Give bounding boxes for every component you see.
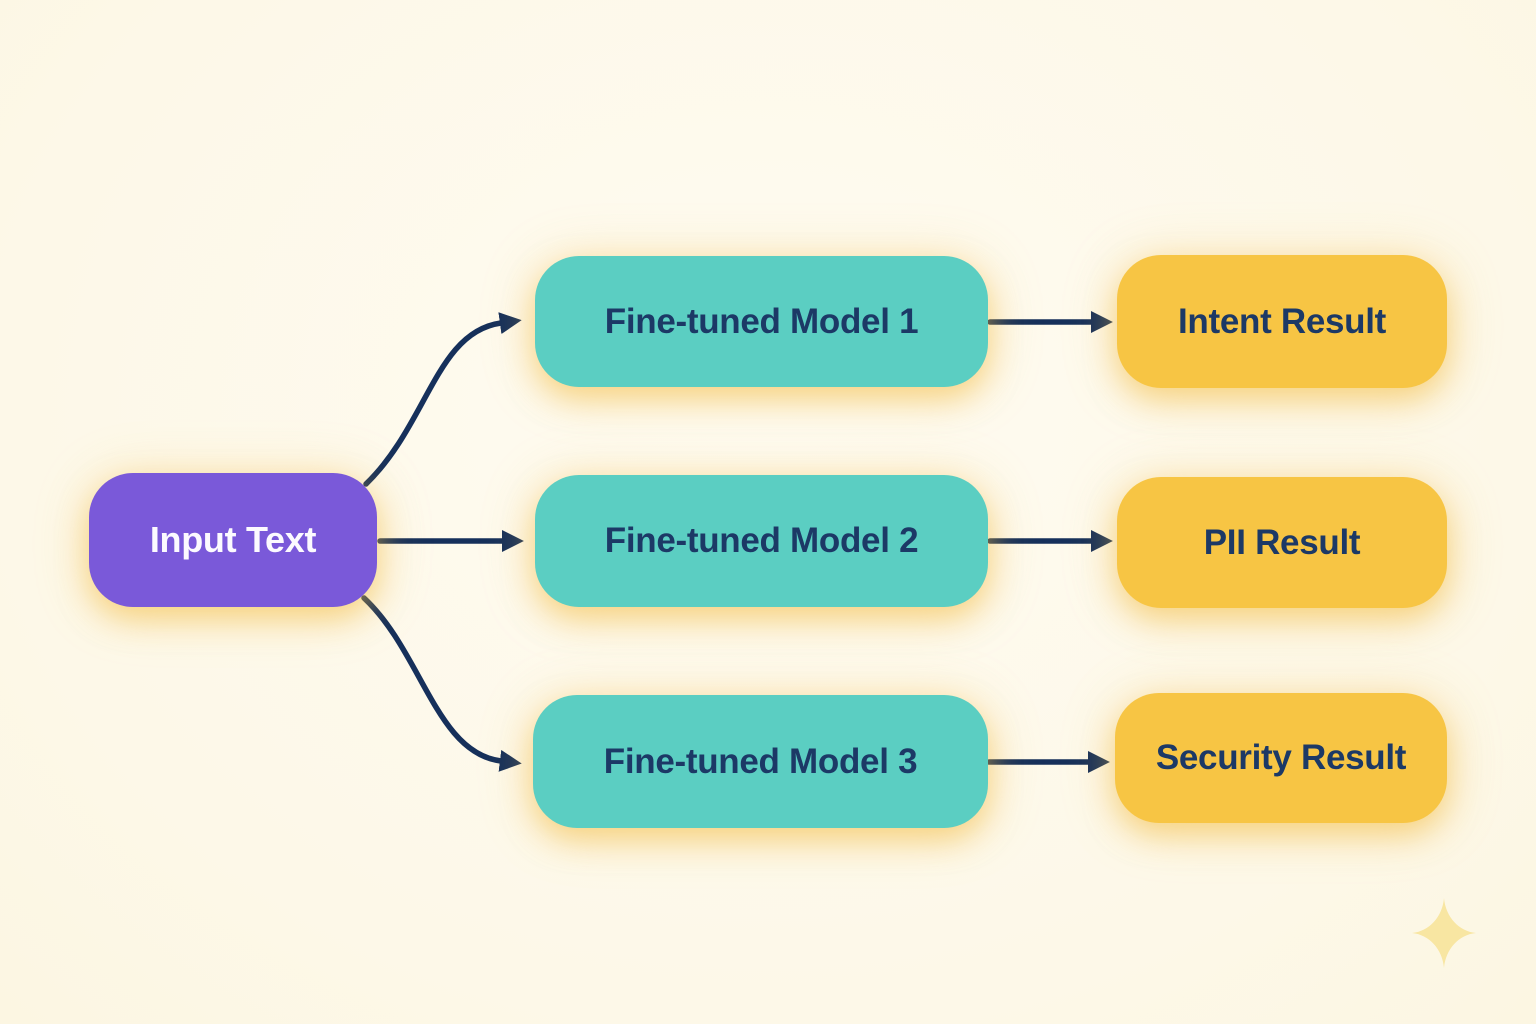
node-fine-tuned-model-2-label: Fine-tuned Model 2 bbox=[604, 521, 919, 560]
node-security-result-label: Security Result bbox=[1155, 738, 1407, 777]
node-input-text: Input Text bbox=[89, 473, 377, 607]
node-pii-result: PII Result bbox=[1117, 477, 1447, 608]
node-intent-result: Intent Result bbox=[1117, 255, 1447, 388]
edge-input-to-model3 bbox=[361, 595, 522, 772]
node-input-text-label: Input Text bbox=[149, 519, 317, 560]
node-security-result: Security Result bbox=[1115, 693, 1447, 823]
node-fine-tuned-model-2: Fine-tuned Model 2 bbox=[535, 475, 988, 607]
node-fine-tuned-model-3: Fine-tuned Model 3 bbox=[533, 695, 988, 828]
node-intent-result-label: Intent Result bbox=[1177, 301, 1387, 341]
node-pii-result-label: PII Result bbox=[1203, 522, 1361, 562]
sparkle-icon bbox=[1412, 898, 1476, 968]
node-fine-tuned-model-1: Fine-tuned Model 1 bbox=[535, 256, 988, 387]
edge-input-to-model1 bbox=[363, 312, 522, 487]
node-fine-tuned-model-1-label: Fine-tuned Model 1 bbox=[604, 301, 919, 341]
node-fine-tuned-model-3-label: Fine-tuned Model 3 bbox=[603, 741, 918, 781]
